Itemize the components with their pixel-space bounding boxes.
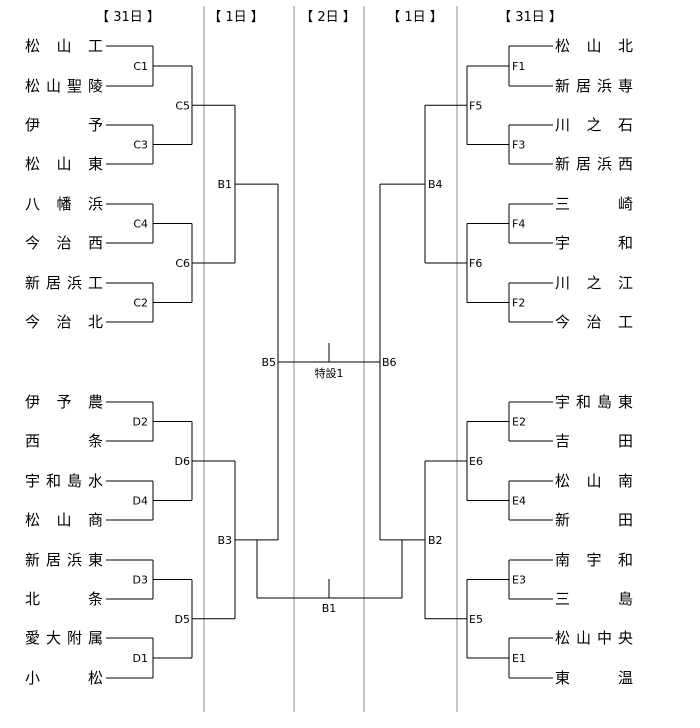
match-label: E3 xyxy=(512,574,526,587)
match-label: B2 xyxy=(428,534,443,547)
day-header-left-31: 【 31日 】 xyxy=(96,10,160,25)
team-name-left: 松山東 xyxy=(25,155,103,173)
match-label: D1 xyxy=(133,652,148,665)
team-name-left: 新居浜東 xyxy=(25,551,103,569)
team-name-right: 松山南 xyxy=(555,472,633,490)
match-label: C4 xyxy=(133,218,148,231)
team-name-left: 小松 xyxy=(25,669,103,687)
match-label: C2 xyxy=(133,297,148,310)
day-header-left-1: 【 1日 】 xyxy=(208,10,264,25)
match-label: C6 xyxy=(175,257,190,270)
day-headers: 【 31日 】 【 1日 】 【 2日 】 【 1日 】 【 31日 】 xyxy=(96,10,562,25)
day-header-right-1: 【 1日 】 xyxy=(387,10,443,25)
match-label: E6 xyxy=(469,455,483,468)
final-label: 特設1 xyxy=(315,366,344,380)
match-label: C5 xyxy=(175,99,190,112)
team-name-right: 川之江 xyxy=(555,274,633,292)
team-name-left: 八幡浜 xyxy=(25,195,103,213)
team-name-left: 宇和島水 xyxy=(25,472,103,490)
team-name-right: 川之石 xyxy=(555,116,633,134)
team-name-right: 新居浜専 xyxy=(555,77,633,95)
match-label: E1 xyxy=(512,652,526,665)
match-label: F2 xyxy=(512,297,525,310)
team-name-left: 松山商 xyxy=(25,511,103,529)
match-label: D2 xyxy=(133,416,148,429)
match-label: C3 xyxy=(133,139,148,152)
team-name-left: 北条 xyxy=(25,590,103,608)
match-label: D3 xyxy=(133,574,148,587)
team-name-left: 伊予 xyxy=(25,116,103,134)
team-name-left: 伊予農 xyxy=(25,393,103,411)
bracket-lines xyxy=(106,45,553,679)
day-header-right-31: 【 31日 】 xyxy=(498,10,562,25)
team-name-right: 三崎 xyxy=(555,195,633,213)
match-label: E5 xyxy=(469,613,483,626)
match-label: B4 xyxy=(428,178,443,191)
match-label: F1 xyxy=(512,60,525,73)
match-label: F6 xyxy=(469,257,482,270)
team-name-right: 宇和島東 xyxy=(555,393,633,411)
match-label: B3 xyxy=(217,534,232,547)
column-dividers xyxy=(203,6,458,712)
team-name-right: 南宇和 xyxy=(555,551,633,569)
team-name-left: 今治西 xyxy=(25,234,103,252)
team-name-right: 三島 xyxy=(555,590,633,608)
team-name-right: 松山中央 xyxy=(555,629,633,647)
match-label: D4 xyxy=(133,495,148,508)
team-name-right: 新田 xyxy=(555,511,633,529)
match-label: F4 xyxy=(512,218,525,231)
team-name-left: 今治北 xyxy=(25,313,103,331)
match-label: D6 xyxy=(175,455,190,468)
team-name-right: 宇和 xyxy=(555,234,633,252)
team-name-right: 松山北 xyxy=(555,37,633,55)
match-label: F3 xyxy=(512,139,525,152)
match-label: B1 xyxy=(217,178,232,191)
team-name-right: 今治工 xyxy=(555,313,633,331)
team-name-left: 松山聖陵 xyxy=(25,77,103,95)
team-name-left: 愛大附属 xyxy=(25,629,103,647)
match-label: B6 xyxy=(382,356,397,369)
match-label: C1 xyxy=(133,60,148,73)
match-label: D5 xyxy=(175,613,190,626)
team-name-right: 東温 xyxy=(555,669,633,687)
match-label: E4 xyxy=(512,495,526,508)
day-header-2: 【 2日 】 xyxy=(300,10,356,25)
team-name-right: 新居浜西 xyxy=(555,155,633,173)
match-label: F5 xyxy=(469,99,482,112)
consolation-label: B1 xyxy=(322,602,337,615)
match-label: B5 xyxy=(261,356,276,369)
match-labels: C1C3C4C2D2D4D3D1C5C6D6D5B1B3B5F1F3F4F2E2… xyxy=(133,60,526,665)
team-name-left: 新居浜工 xyxy=(25,274,103,292)
match-label: E2 xyxy=(512,416,526,429)
team-name-right: 吉田 xyxy=(555,432,633,450)
team-name-left: 西条 xyxy=(25,432,103,450)
team-name-left: 松山工 xyxy=(25,37,103,55)
